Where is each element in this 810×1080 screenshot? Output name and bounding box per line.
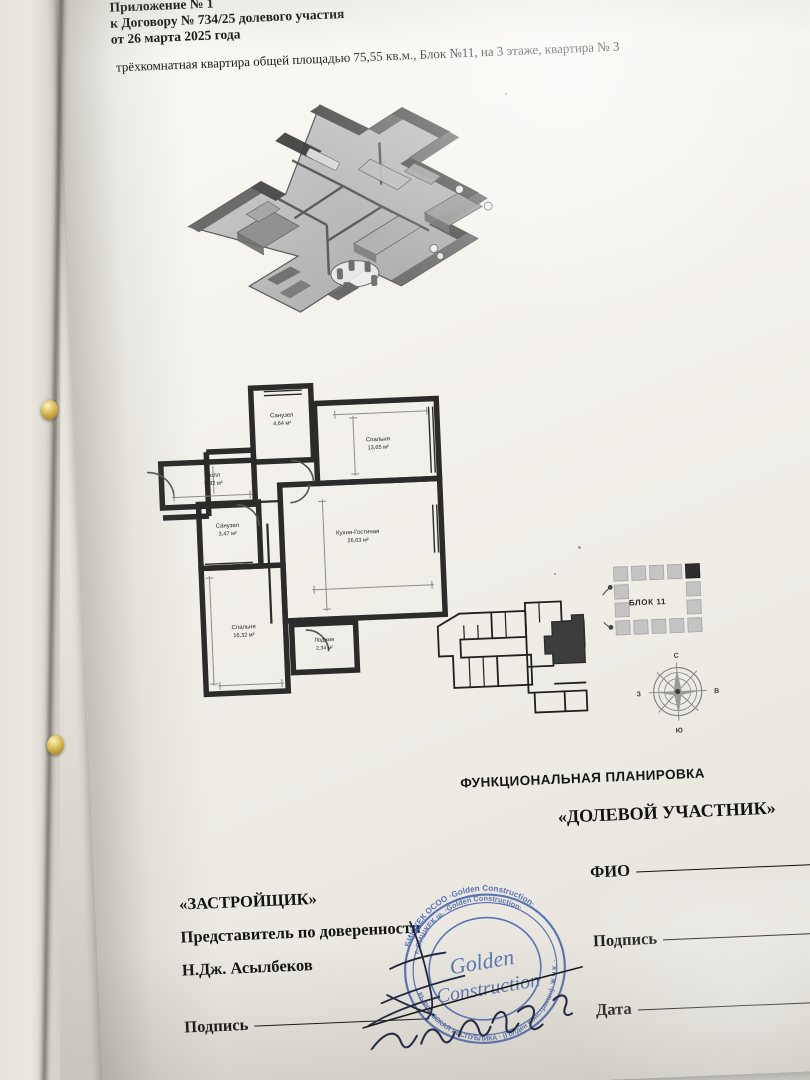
room-label-0-area: 4,64 м²: [273, 421, 292, 428]
isometric-apartment-render: [171, 78, 592, 357]
participant-signature-row: Подпись: [593, 919, 810, 952]
room-label-5-area: 16,32 м²: [233, 632, 255, 639]
compass-east: В: [714, 688, 719, 695]
compass-rose: С Ю В З: [631, 645, 725, 739]
participant-fio-row: ФИО: [590, 850, 810, 883]
apartment-floor-plan: Санузел 4,64 м² Спальня 13,65 м² Холл 9,…: [135, 365, 479, 709]
block-number-label: БЛОК 11: [628, 597, 667, 608]
participant-date-row: Дата: [596, 988, 810, 1021]
compass-north: С: [674, 653, 679, 660]
participant-fio-label: ФИО: [589, 860, 631, 882]
participant-date-label: Дата: [595, 998, 633, 1020]
contract-page: Приложение № 1 к Договору № 734/25 долев…: [56, 0, 810, 1080]
room-label-6-area: 2,34 м²: [316, 645, 333, 652]
room-label-6-name: Лоджия: [314, 637, 334, 644]
highlighted-apartment: [543, 613, 587, 665]
participant-signature-block: ФИО Подпись Дата: [590, 850, 810, 1069]
room-label-3-area: 3,47 м²: [219, 531, 238, 538]
paper-speck-3: [505, 93, 507, 95]
paper-speck-2: [554, 573, 556, 575]
room-label-4-name: Кухня-Гостиная: [336, 529, 379, 537]
developer-signature-label: Подпись: [183, 1014, 249, 1037]
block-legend-grid: [601, 554, 735, 649]
room-label-0-name: Санузел: [270, 412, 294, 419]
plan-caption: ФУНКЦИОНАЛЬНАЯ ПЛАНИРОВКА: [460, 765, 706, 791]
compass-south: Ю: [676, 727, 684, 734]
selected-block-cell: [684, 563, 701, 579]
room-label-1-name: Спальня: [366, 436, 390, 443]
participant-title: «ДОЛЕВОЙ УЧАСТНИК»: [557, 797, 777, 827]
room-label-3-name: Санузел: [216, 523, 240, 530]
paper-speck-1: [578, 546, 581, 549]
participant-fio-line[interactable]: [635, 862, 810, 873]
compass-west: З: [636, 691, 641, 698]
room-label-2-area: 9,32 м²: [204, 480, 223, 487]
room-label-1-area: 13,65 м²: [367, 444, 389, 451]
room-label-5-name: Спальня: [231, 624, 255, 631]
floor-key-diagram: [432, 589, 617, 726]
room-label-4-area: 26,63 м²: [347, 537, 369, 544]
participant-date-line[interactable]: [637, 1000, 810, 1011]
company-stamp: БИШКЕК ОСОО ·Golden Construction· г. БИШ…: [375, 863, 590, 1062]
room-label-2-name: Холл: [206, 473, 221, 480]
participant-signature-label: Подпись: [592, 928, 658, 951]
participant-signature-line[interactable]: [663, 930, 810, 941]
